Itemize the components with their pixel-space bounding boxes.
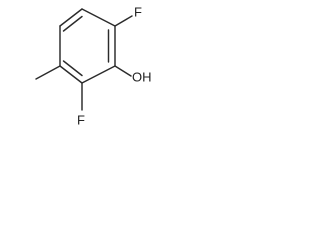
bond-to-methyl bbox=[35, 65, 61, 80]
ring-bond-upper-right bbox=[81, 8, 116, 27]
ring-bond-bottom-inner bbox=[62, 60, 83, 77]
ring-bond-bottom bbox=[59, 65, 83, 84]
benzene-ring bbox=[59, 8, 116, 84]
fluorine-top-label: F bbox=[134, 4, 142, 19]
ring-bond-top bbox=[59, 8, 83, 27]
chemical-structure-diagram: F OH F bbox=[35, 4, 152, 127]
bond-to-hydroxyl bbox=[114, 65, 132, 77]
ring-bond-lower-right bbox=[81, 65, 116, 84]
hydroxyl-label: OH bbox=[132, 69, 152, 84]
bond-to-fluorine-top bbox=[114, 15, 133, 27]
fluorine-bottom-label: F bbox=[77, 112, 85, 127]
ring-bond-top-inner bbox=[62, 15, 83, 32]
